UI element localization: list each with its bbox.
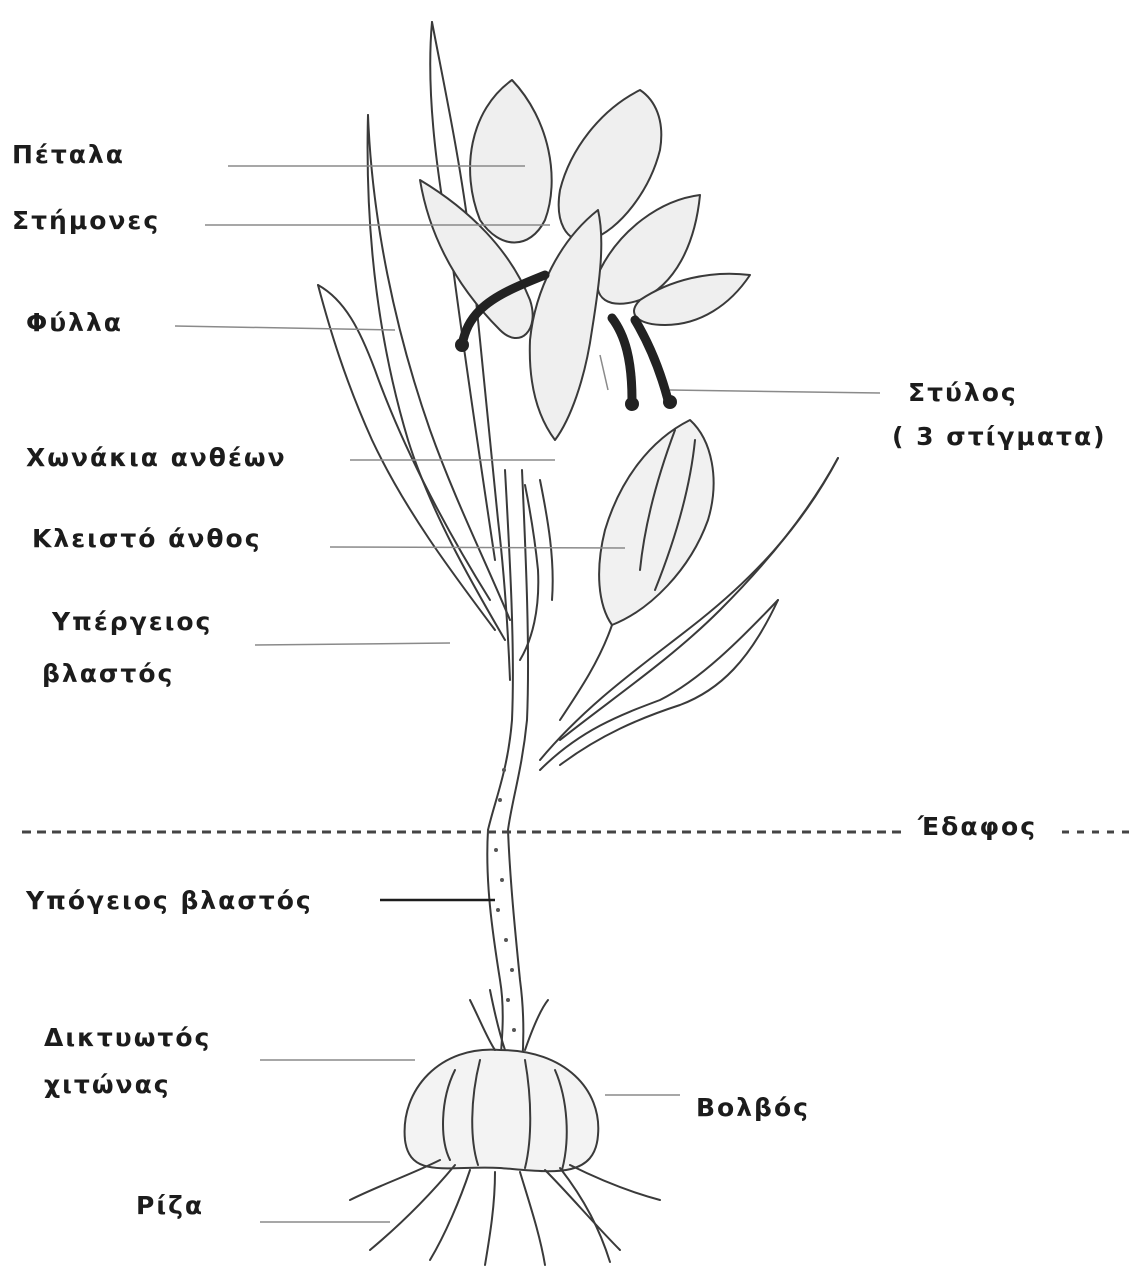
leaf-right-lower [540, 600, 778, 770]
label-closed-flower: Κλειστό άνθος [32, 524, 262, 554]
label-flower-funnels: Χωνάκια ανθέων [26, 443, 287, 473]
label-aerial-stem-line2: βλαστός [42, 659, 174, 689]
label-tunic-line1: Δικτυωτός [44, 1023, 211, 1053]
label-soil: Έδαφος [918, 812, 1037, 842]
bulb-drawing [405, 1050, 599, 1172]
label-style: Στύλος [908, 378, 1018, 408]
label-petals: Πέταλα [12, 140, 125, 170]
flower-funnel [520, 485, 538, 660]
label-tunic-line2: χιτώνας [44, 1070, 171, 1100]
label-underground-stem: Υπόγειος βλαστός [26, 886, 313, 916]
label-stigmas: ( 3 στίγματα) [892, 422, 1107, 452]
roots-drawing [350, 1160, 660, 1265]
closed-flower-bud [599, 420, 713, 625]
label-stamens: Στήμονες [12, 206, 160, 236]
label-bulb: Βολβός [696, 1093, 810, 1123]
label-leaves: Φύλλα [26, 308, 123, 338]
label-root: Ρίζα [136, 1191, 204, 1221]
underground-stem-drawing [487, 830, 502, 1065]
label-aerial-stem-line1: Υπέργειος [52, 607, 212, 637]
